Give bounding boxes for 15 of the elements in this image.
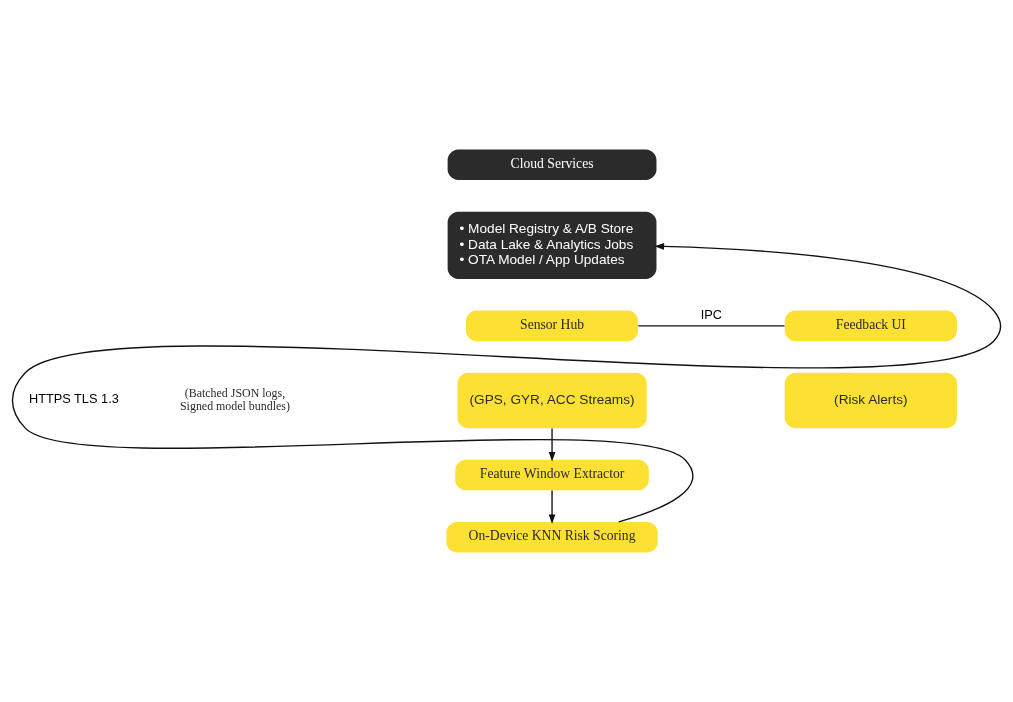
- node-box: Sensor Hub: [465, 310, 639, 342]
- node-box: On-Device KNN Risk Scoring: [446, 521, 658, 553]
- edge-label: IPC: [700, 307, 723, 323]
- node-box: Cloud Services: [447, 149, 657, 181]
- node-box: • Model Registry & A/B Store • Data Lake & Analytics Jobs • OTA Model / App Updates: [447, 211, 657, 279]
- edge-label: HTTPS TLS 1.3: [28, 391, 119, 407]
- node-box: (Risk Alerts): [784, 372, 957, 429]
- node-box: (GPS, GYR, ACC Streams): [457, 372, 647, 429]
- arrow: [11, 243, 1002, 523]
- node-box: Feedback UI: [784, 310, 957, 342]
- node-box: Feature Window Extractor: [455, 459, 649, 491]
- arrow: [548, 489, 556, 524]
- connector: [637, 325, 786, 327]
- label: (Batched JSON logs, Signed model bundles): [179, 386, 290, 413]
- arrow: [548, 427, 556, 462]
